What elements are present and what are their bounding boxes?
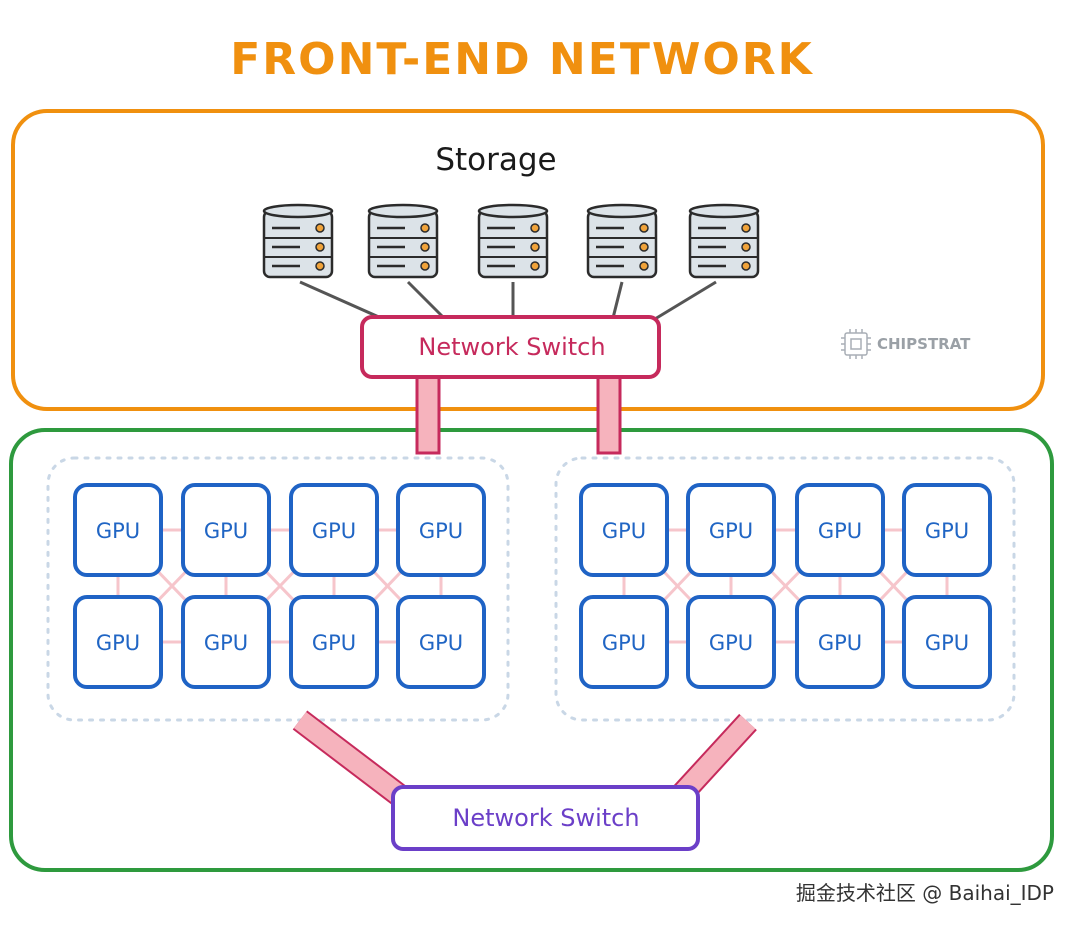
gpu-node: GPU (396, 483, 486, 577)
watermark: 掘金技术社区 @ Baihai_IDP (795, 881, 1054, 905)
storage-switch-label: Network Switch (418, 333, 605, 361)
storage-label: Storage (435, 142, 556, 178)
database-server-icon (688, 203, 760, 279)
gpu-node: GPU (686, 595, 776, 689)
brand-logo: CHIPSTRAT (841, 329, 971, 359)
gpu-label: GPU (312, 519, 356, 543)
chip-logo-icon (841, 329, 871, 359)
gpu-node: GPU (181, 483, 271, 577)
gpu-node: GPU (902, 595, 992, 689)
gpu-network-switch: Network Switch (391, 785, 700, 851)
gpu-label: GPU (96, 519, 140, 543)
gpu-node: GPU (181, 595, 271, 689)
switch-uplink-right (596, 373, 622, 455)
database-server-icon (367, 203, 439, 279)
gpu-node: GPU (795, 595, 885, 689)
gpu-label: GPU (925, 631, 969, 655)
gpu-pod: GPU GPU GPU GPU GPU GPU GPU GPU (46, 456, 510, 722)
gpu-label: GPU (818, 631, 862, 655)
gpu-node: GPU (902, 483, 992, 577)
database-server-icon (477, 203, 549, 279)
gpu-node: GPU (686, 483, 776, 577)
gpu-switch-label: Network Switch (452, 804, 639, 832)
brand-name: CHIPSTRAT (877, 335, 971, 353)
database-server-icon (586, 203, 658, 279)
gpu-label: GPU (602, 631, 646, 655)
gpu-label: GPU (602, 519, 646, 543)
gpu-node: GPU (289, 595, 379, 689)
backend-region (9, 428, 1054, 872)
gpu-interconnect (622, 528, 949, 644)
gpu-pod: GPU GPU GPU GPU GPU GPU GPU GPU (554, 456, 1016, 722)
gpu-node: GPU (579, 595, 669, 689)
gpu-label: GPU (419, 631, 463, 655)
gpu-label: GPU (204, 631, 248, 655)
gpu-node: GPU (396, 595, 486, 689)
pod-link-left-fill (293, 712, 407, 804)
gpu-label: GPU (818, 519, 862, 543)
database-server-icon (262, 203, 334, 279)
gpu-label: GPU (709, 631, 753, 655)
gpu-node: GPU (795, 483, 885, 577)
pod-link-right-fill (674, 715, 756, 801)
storage-network-switch: Network Switch (360, 315, 661, 379)
gpu-label: GPU (96, 631, 140, 655)
gpu-label: GPU (312, 631, 356, 655)
gpu-node: GPU (289, 483, 379, 577)
gpu-interconnect (116, 528, 443, 644)
gpu-label: GPU (204, 519, 248, 543)
frontend-region (11, 109, 1045, 411)
switch-uplink-left (415, 373, 441, 455)
gpu-label: GPU (419, 519, 463, 543)
gpu-node: GPU (579, 483, 669, 577)
gpu-label: GPU (925, 519, 969, 543)
storage-servers (262, 203, 760, 279)
gpu-node: GPU (73, 595, 163, 689)
gpu-label: GPU (709, 519, 753, 543)
diagram-title: FRONT-END NETWORK (230, 34, 814, 85)
gpu-node: GPU (73, 483, 163, 577)
